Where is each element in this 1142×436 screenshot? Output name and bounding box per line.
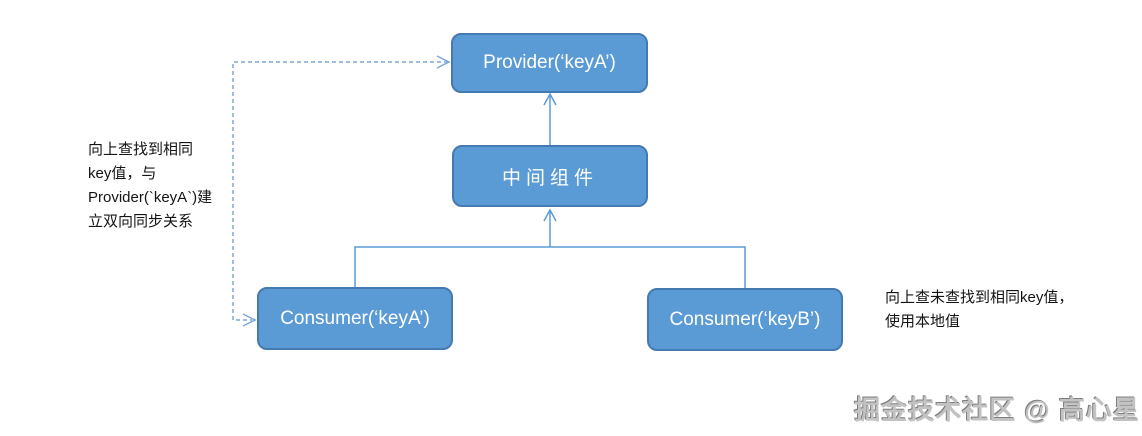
- tree-connector-line: [354, 246, 746, 288]
- watermark-text: 掘金技术社区 @ 高心星: [854, 395, 1140, 425]
- node-provider-keyA: Provider(‘keyA’): [451, 33, 648, 93]
- node-middle-component: 中间组件: [452, 145, 648, 207]
- arrow-up-icon: [543, 208, 557, 222]
- dashed-sync-line: [232, 61, 448, 321]
- annotation-sync-found: 向上查找到相同 key值，与 Provider(`keyA`)建 立双向同步关系: [88, 141, 213, 230]
- node-consumer-keyB: Consumer(‘keyB’): [647, 288, 843, 351]
- node-consumer-keyA: Consumer(‘keyA’): [257, 287, 453, 350]
- arrow-up-icon: [543, 92, 557, 106]
- arrow-right-icon: [242, 313, 257, 327]
- annotation-not-found: 向上查未查找到相同key值， 使用本地值: [885, 289, 1074, 330]
- arrow-right-icon: [436, 55, 451, 69]
